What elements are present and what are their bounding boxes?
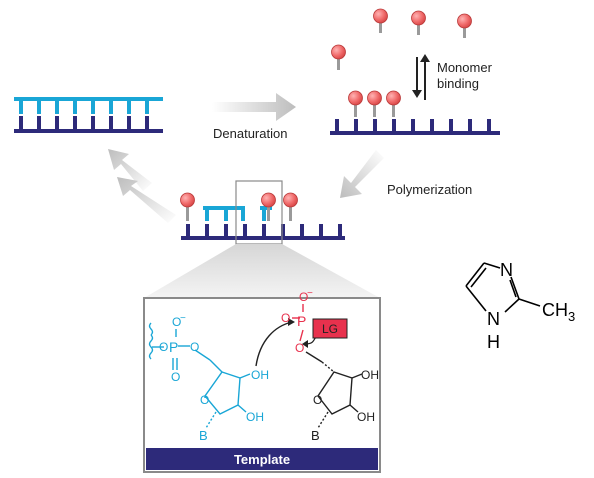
monomer-middle [261, 192, 276, 221]
2-methylimidazole-structure: N N H CH 3 [465, 260, 575, 352]
incoming-monomer-atoms: O − O P O [281, 288, 313, 355]
nitrogen-atom: N [500, 260, 513, 280]
nitrogen-atom: N [487, 309, 500, 329]
navy-strand-teeth [19, 116, 149, 130]
monomer-free [457, 13, 472, 38]
chemistry-panel: Template O − P O O O O OH OH [143, 288, 381, 473]
monomer-free [411, 10, 426, 35]
svg-text:OH: OH [251, 368, 269, 382]
svg-text:−: − [180, 313, 186, 324]
arrow-denaturation [212, 93, 296, 121]
monomer-bound [348, 90, 363, 117]
monomer-bound [367, 90, 382, 117]
svg-text:O: O [299, 290, 308, 304]
svg-text:O: O [200, 393, 209, 407]
label-polymerization: Polymerization [387, 182, 472, 197]
methyl-subscript: 3 [568, 309, 575, 324]
label-monomer: Monomer [437, 60, 493, 75]
navy-strand-backbone [14, 129, 163, 133]
template-top-right [330, 8, 500, 135]
template-teeth [335, 119, 491, 132]
svg-text:B: B [311, 428, 320, 443]
arrow-return-lower [117, 177, 176, 223]
incoming-monomer-sugar [305, 351, 363, 429]
cyan-strand-teeth [19, 99, 149, 114]
monomer-free [373, 8, 388, 33]
label-denaturation: Denaturation [213, 126, 287, 141]
svg-text:O: O [172, 315, 181, 329]
svg-text:P: P [169, 339, 178, 355]
nucleophilic-attack-arrow [255, 321, 293, 367]
incoming-monomer-sugar-atoms: O OH OH B [311, 368, 379, 443]
label-binding: binding [437, 76, 479, 91]
duplex-left [14, 97, 163, 133]
svg-text:O: O [190, 340, 199, 354]
label-template: Template [234, 452, 290, 467]
cyan-strand-backbone [14, 97, 163, 101]
svg-text:O: O [171, 370, 180, 384]
template-backbone [330, 131, 500, 135]
svg-text:O: O [281, 311, 290, 325]
primer-nucleotide-atoms: O − P O O O O OH OH B [159, 313, 269, 443]
template-middle [180, 180, 345, 245]
primer-nucleotide [148, 322, 251, 429]
arrow-return-upper [108, 149, 152, 191]
template-bar [146, 448, 378, 470]
svg-text:O: O [295, 341, 304, 355]
methyl-group: CH [542, 300, 568, 320]
hydrogen-atom: H [487, 332, 500, 352]
incoming-monomer-phosphate [292, 304, 304, 342]
monomer-middle [180, 192, 195, 221]
monomer-middle [283, 192, 298, 221]
monomer-free [331, 44, 346, 70]
svg-text:−: − [307, 288, 313, 299]
svg-text:O: O [313, 393, 322, 407]
svg-text:O: O [159, 340, 168, 354]
svg-text:P: P [297, 313, 306, 329]
svg-text:OH: OH [246, 410, 264, 424]
primer-cyan [203, 206, 272, 221]
svg-text:OH: OH [361, 368, 379, 382]
zoom-funnel [144, 244, 380, 298]
arrow-polymerization [340, 150, 384, 198]
svg-text:B: B [199, 428, 208, 443]
monomer-bound [386, 90, 401, 117]
leaving-group-label: LG [322, 322, 338, 336]
svg-text:OH: OH [357, 410, 375, 424]
leaving-group-box [312, 318, 348, 339]
equilibrium-arrows [412, 54, 430, 100]
